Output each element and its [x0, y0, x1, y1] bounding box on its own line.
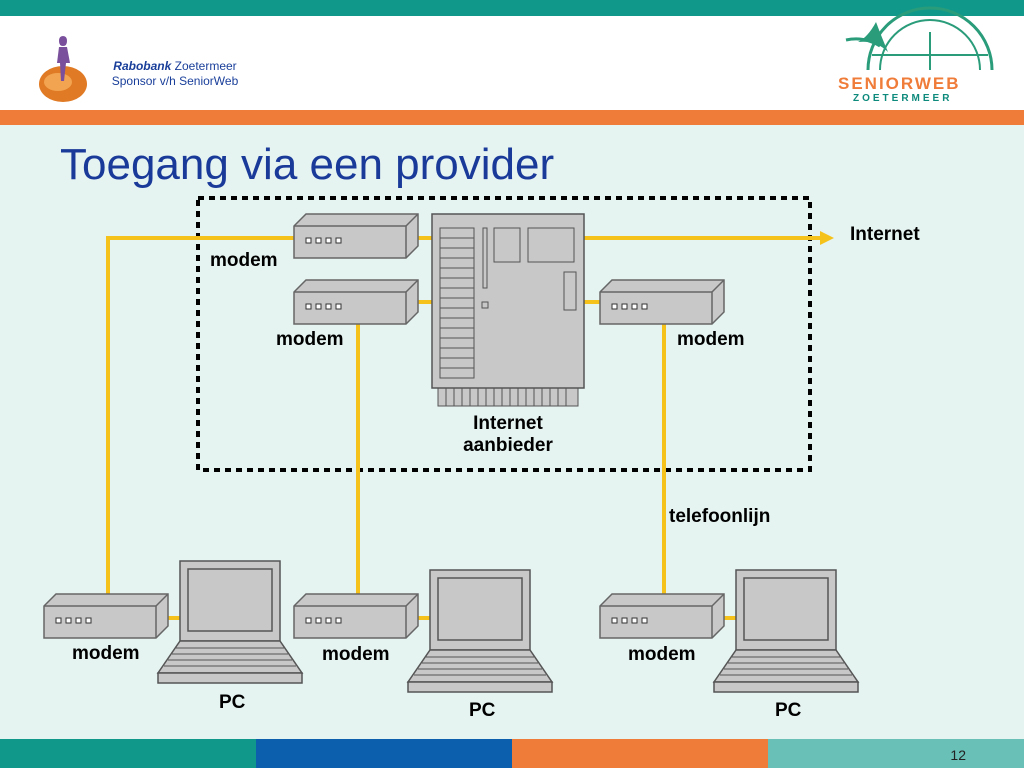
laptop-icon-left [157, 560, 303, 684]
sponsor-text: Rabobank Zoetermeer Sponsor v/h SeniorWe… [90, 59, 260, 89]
provider-label-line1: Internet [473, 413, 543, 434]
laptop-icon-right [713, 569, 859, 693]
footer-bar-teal [0, 739, 256, 768]
modem-label-provider-1: modem [210, 250, 278, 271]
modem-icon-provider-3 [599, 279, 725, 325]
modem-label-provider-3: modem [677, 329, 745, 350]
header-band [0, 16, 1024, 110]
footer-bar-light-teal [768, 739, 1024, 768]
modem-label-client-middle: modem [322, 644, 390, 665]
pc-label-middle: PC [469, 700, 496, 721]
top-teal-bar [0, 0, 1024, 16]
line-left-pc-to-provider [106, 236, 294, 595]
seniorweb-city: ZOETERMEER [853, 93, 953, 104]
server-icon [431, 213, 585, 407]
connection-lines [106, 236, 822, 620]
modem-label-provider-2: modem [276, 329, 344, 350]
sponsor-brand: Rabobank [113, 59, 172, 73]
slide-title: Toegang via een provider [60, 140, 555, 189]
seniorweb-wordmark: SENIORWEB [838, 74, 961, 93]
modem-icon-client-left [43, 593, 169, 639]
sponsor-city: Zoetermeer [174, 59, 237, 73]
provider-label-line2: aanbieder [463, 435, 553, 456]
provider-boundary-frame [196, 196, 812, 472]
telephone-line-label: telefoonlijn [669, 506, 771, 527]
modem-icon-provider-2 [293, 279, 419, 325]
modem-label-client-right: modem [628, 644, 696, 665]
modem-label-client-left: modem [72, 643, 140, 664]
modem-icon-client-right [599, 593, 725, 639]
internet-arrow-icon [820, 231, 834, 245]
pc-label-left: PC [219, 692, 246, 713]
page-number: 12 [950, 747, 966, 763]
provider-label: Internet aanbieder [448, 413, 568, 457]
sponsor-line2: Sponsor v/h SeniorWeb [111, 74, 239, 88]
modem-icon-provider-1 [293, 213, 419, 259]
footer-bar-blue [256, 739, 512, 768]
header-orange-bar [0, 110, 1024, 125]
pc-label-right: PC [775, 700, 802, 721]
internet-label: Internet [850, 224, 920, 245]
modem-icon-client-middle [293, 593, 419, 639]
seniorweb-logo [845, 6, 994, 71]
rabobank-logo [39, 36, 87, 102]
footer-bar-orange [512, 739, 768, 768]
laptop-icon-middle [407, 569, 553, 693]
